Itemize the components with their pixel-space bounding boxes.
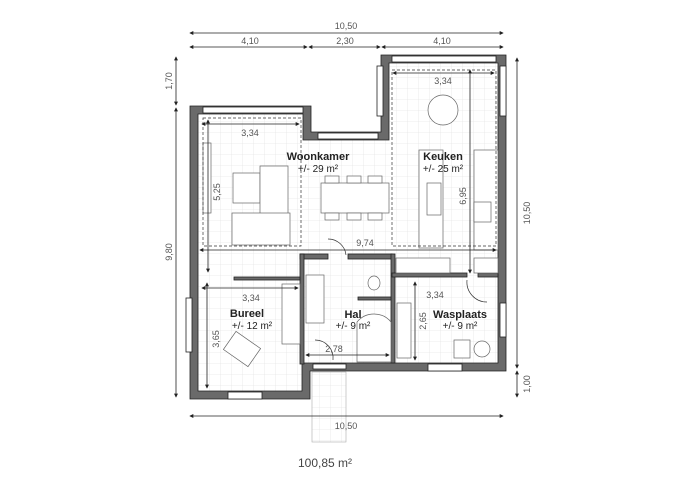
- dim-bottom-total: 10,50: [335, 421, 358, 431]
- dim-keuken-width: 3,34: [434, 76, 452, 86]
- outer-walls: [189, 54, 507, 400]
- room-area-bureel: +/- 12 m²: [232, 321, 273, 332]
- dim-wasplaats-width: 3,34: [426, 290, 444, 300]
- total-area: 100,85 m²: [298, 456, 352, 470]
- room-name-wasplaats: Wasplaats: [433, 309, 487, 321]
- dim-hal-depth: 2,65: [418, 312, 428, 330]
- dim-left-total: 9,80: [164, 243, 174, 261]
- dim-top-mid: 2,30: [336, 36, 354, 46]
- dim-bureel-width: 3,34: [242, 293, 260, 303]
- room-name-keuken: Keuken: [423, 151, 463, 163]
- inner-dimension-outlines: [202, 69, 497, 247]
- dim-top-total: 10,50: [335, 21, 358, 31]
- windows: [185, 55, 507, 400]
- dim-woonkamer-depth: 5,25: [212, 183, 222, 201]
- room-name-woonkamer: Woonkamer: [287, 151, 350, 163]
- floor-tiles: [198, 63, 498, 443]
- dim-right-total: 10,50: [522, 202, 532, 225]
- room-area-woonkamer: +/- 29 m²: [298, 164, 339, 175]
- dim-woonkamer-width: 3,34: [241, 128, 259, 138]
- dim-right-lower: 1,00: [522, 375, 532, 393]
- dim-left-upper: 1,70: [164, 72, 174, 90]
- room-area-keuken: +/- 25 m²: [423, 164, 464, 175]
- dim-bureel-depth: 3,65: [211, 330, 221, 348]
- dim-hal-width: 2,78: [325, 344, 343, 354]
- dim-top-left: 4,10: [241, 36, 259, 46]
- dim-inner-width: 9,74: [356, 238, 374, 248]
- dim-top-right: 4,10: [433, 36, 451, 46]
- dimension-lines: [174, 31, 519, 418]
- dim-keuken-depth: 6,95: [458, 187, 468, 205]
- room-area-wasplaats: +/- 9 m²: [443, 321, 478, 332]
- room-name-hal: Hal: [344, 309, 361, 321]
- room-area-hal: +/- 9 m²: [336, 321, 371, 332]
- room-name-bureel: Bureel: [230, 308, 264, 320]
